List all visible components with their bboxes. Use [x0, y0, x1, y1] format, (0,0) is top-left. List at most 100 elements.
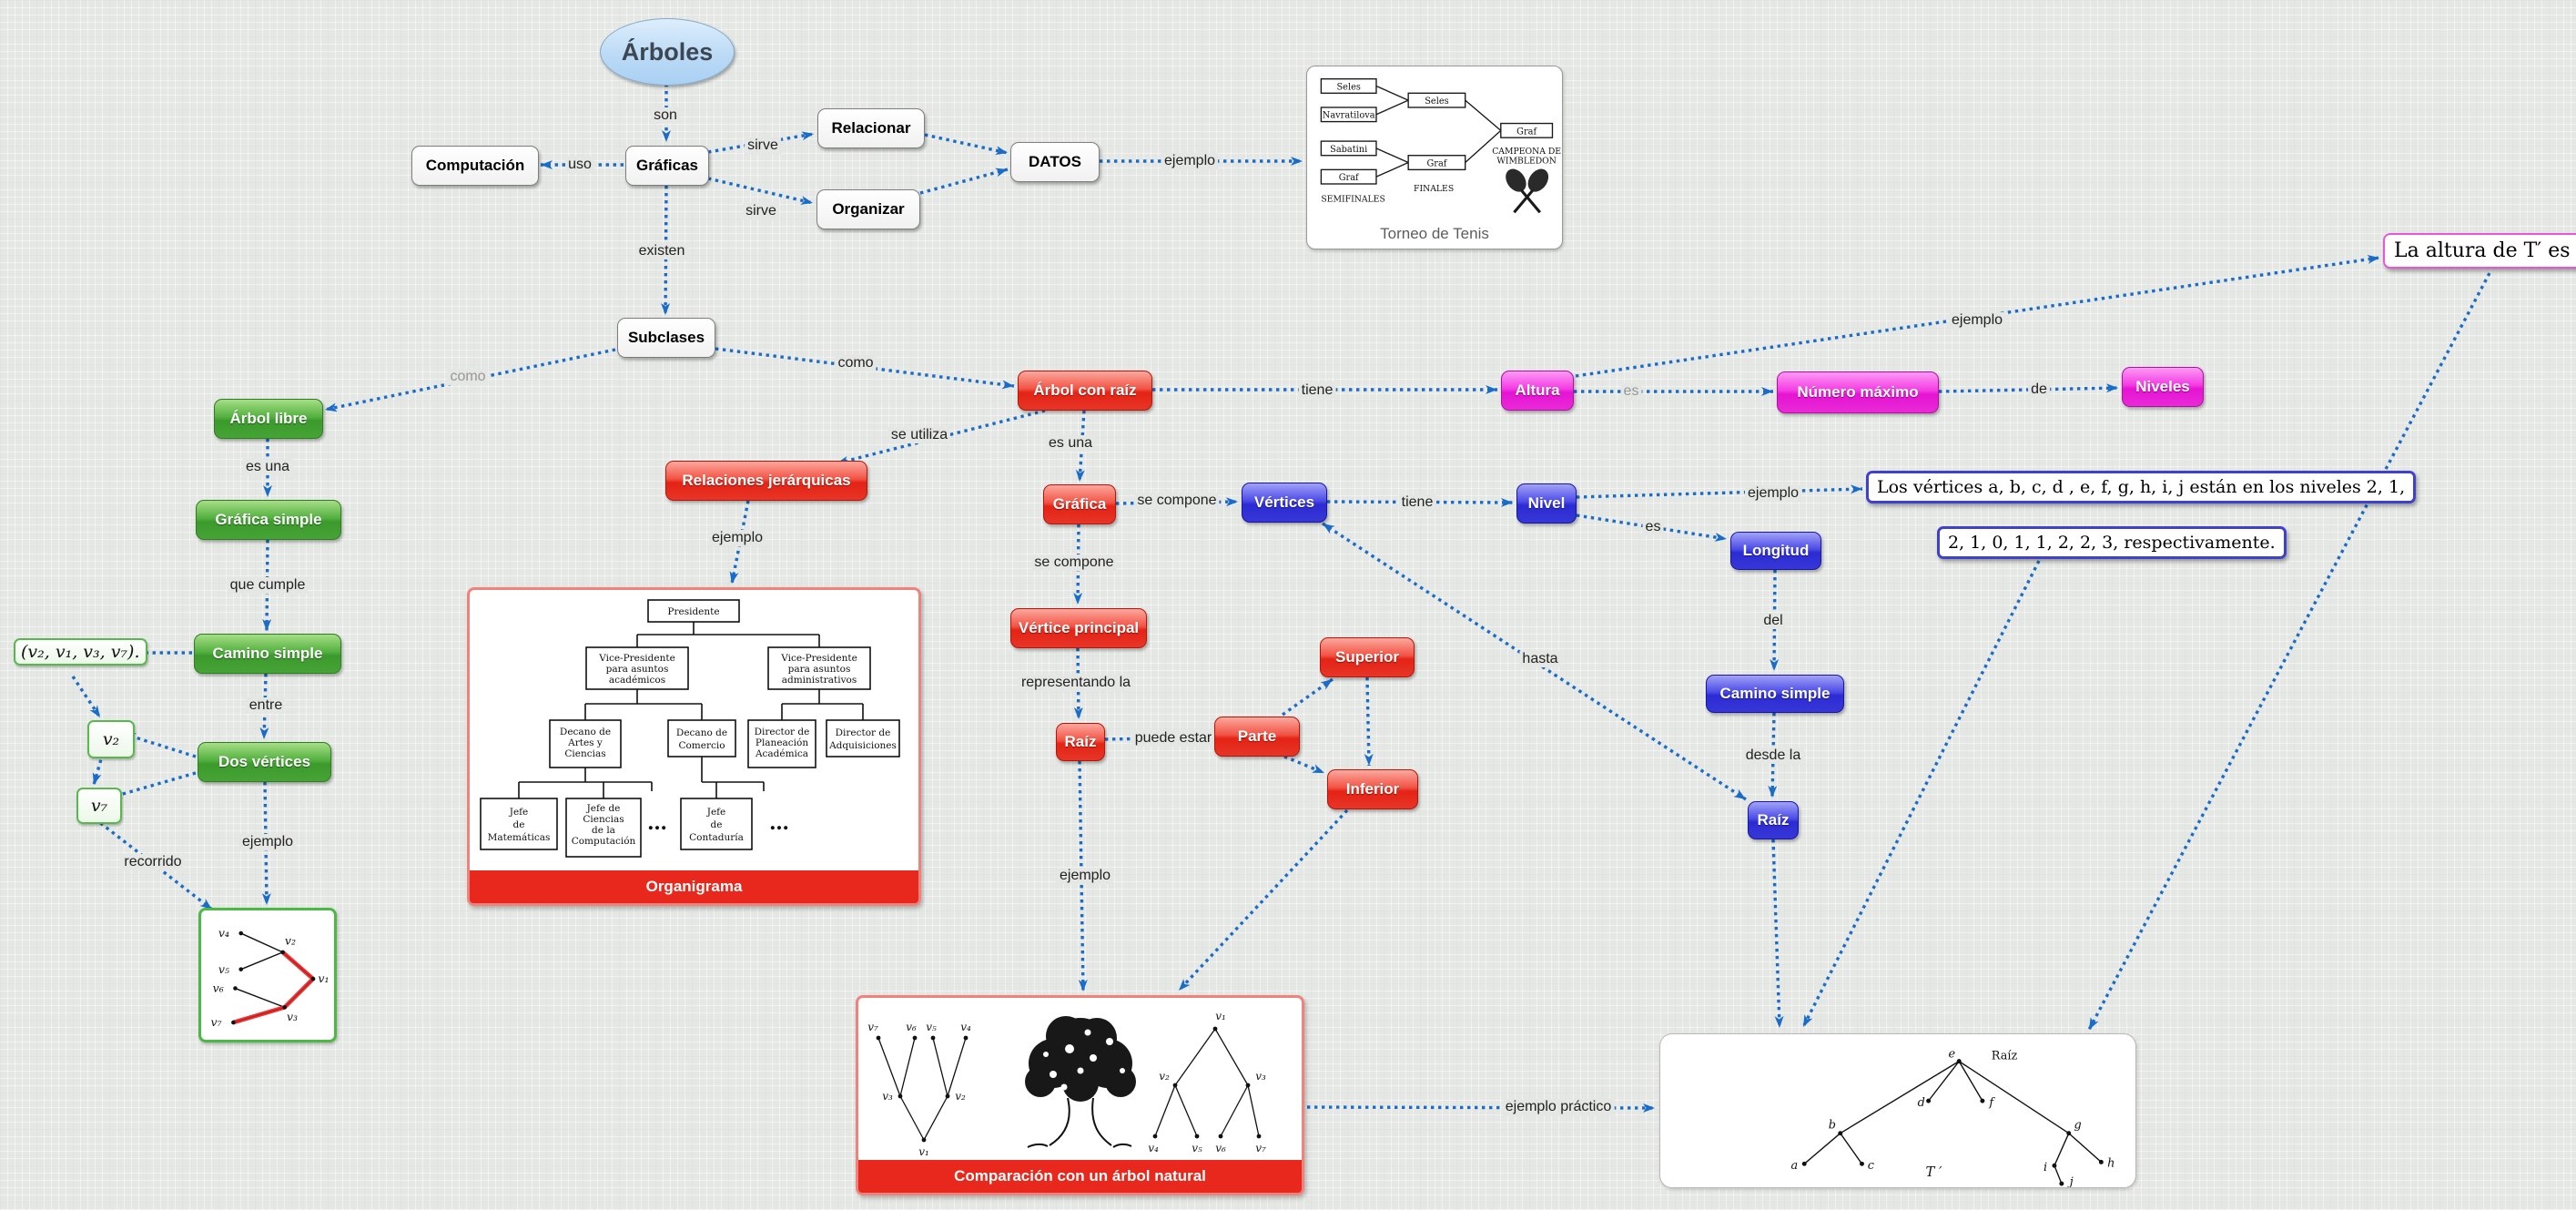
- link-label[interactable]: ejemplo: [238, 834, 297, 850]
- link-label[interactable]: ejemplo: [1948, 312, 2006, 329]
- link-label[interactable]: es: [1620, 383, 1642, 400]
- link-label[interactable]: tiene: [1398, 494, 1436, 511]
- link-label[interactable]: como: [447, 369, 489, 385]
- node-subclases[interactable]: Subclases: [617, 318, 715, 358]
- node-inferior[interactable]: Inferior: [1327, 769, 1418, 809]
- link-label[interactable]: se compone: [1031, 554, 1117, 571]
- link-label[interactable]: sirve: [743, 203, 779, 219]
- node-camino-simple-verde[interactable]: Camino simple: [194, 634, 341, 674]
- link-label[interactable]: ejemplo: [708, 530, 766, 546]
- link-label[interactable]: de: [2028, 381, 2050, 398]
- node-niveles-texto-1[interactable]: Los vértices a, b, c, d , e, f, g, h, i,…: [1866, 471, 2417, 503]
- node-grafica-simple[interactable]: Gráfica simple: [196, 500, 341, 540]
- link-label[interactable]: es una: [242, 459, 293, 475]
- link-line: [261, 781, 271, 906]
- node-arboles[interactable]: Árboles: [600, 18, 735, 86]
- node-niveles-texto-2[interactable]: 2, 1, 0, 1, 1, 2, 2, 3, respectivamente.: [1937, 526, 2287, 559]
- node-longitud[interactable]: Longitud: [1730, 532, 1821, 570]
- link-label[interactable]: se utiliza: [887, 427, 951, 443]
- link-label[interactable]: ejemplo: [1056, 868, 1114, 884]
- link-line: [123, 732, 197, 758]
- tennis-bracket-drawing: Seles Navratilova Sabatini Graf Seles Gr…: [1320, 77, 1561, 214]
- node-vertices[interactable]: Vértices: [1242, 483, 1327, 523]
- node-niveles[interactable]: Niveles: [2122, 367, 2204, 407]
- org-title: Director de: [755, 727, 810, 737]
- link-label[interactable]: que cumple: [227, 577, 309, 594]
- link-label[interactable]: tiene: [1298, 382, 1336, 399]
- link-label[interactable]: son: [651, 107, 680, 124]
- link-line: [1326, 497, 1514, 507]
- vertex-label: g: [2074, 1119, 2082, 1133]
- vertex-label: h: [2107, 1156, 2115, 1170]
- node-numero-maximo[interactable]: Número máximo: [1777, 371, 1939, 413]
- node-organizar[interactable]: Organizar: [816, 189, 920, 229]
- link-label[interactable]: existen: [635, 243, 688, 259]
- node-v7[interactable]: v₇: [76, 788, 122, 824]
- link-label[interactable]: ejemplo práctico: [1502, 1099, 1615, 1115]
- node-relaciones-jerarquicas[interactable]: Relaciones jerárquicas: [665, 461, 867, 501]
- link-label[interactable]: se compone: [1134, 493, 1220, 509]
- node-v2[interactable]: v₂: [87, 720, 135, 758]
- node-altura[interactable]: Altura: [1501, 371, 1574, 411]
- node-camino-simple-azul[interactable]: Camino simple: [1706, 675, 1844, 713]
- node-arbol-libre[interactable]: Árbol libre: [214, 399, 323, 439]
- link-label[interactable]: entre: [246, 697, 286, 714]
- link-line: [1075, 410, 1086, 483]
- link-label[interactable]: ejemplo: [1744, 485, 1802, 502]
- vertex-label: f: [1988, 1096, 1995, 1110]
- comparacion-arbol-natural-figure[interactable]: v₇ v₆ v₅ v₄ v₃ v₂ v₁: [856, 995, 1304, 1195]
- org-title: Computación: [572, 836, 636, 847]
- link-label[interactable]: representando la: [1018, 675, 1134, 691]
- node-nivel[interactable]: Nivel: [1516, 483, 1577, 524]
- bracket-player: Sabatini: [1330, 145, 1367, 155]
- node-vertice-principal[interactable]: Vértice principal: [1010, 608, 1147, 648]
- node-grafica[interactable]: Gráfica: [1043, 484, 1116, 524]
- vertex-label: v₂: [955, 1090, 966, 1103]
- link-label[interactable]: del: [1760, 613, 1786, 629]
- link-line: [109, 771, 197, 799]
- node-relacionar[interactable]: Relacionar: [817, 108, 925, 148]
- node-datos[interactable]: DATOS: [1010, 142, 1100, 182]
- node-superior[interactable]: Superior: [1320, 637, 1415, 677]
- org-title: de: [711, 819, 723, 830]
- org-title: Director de: [836, 727, 891, 738]
- node-la-altura[interactable]: La altura de T′ es 3.: [2383, 233, 2576, 269]
- link-label[interactable]: uso: [565, 157, 594, 173]
- org-title: Decano de: [676, 727, 727, 738]
- node-parte[interactable]: Parte: [1214, 717, 1300, 757]
- link-label[interactable]: es: [1642, 519, 1664, 535]
- node-graficas[interactable]: Gráficas: [625, 146, 709, 186]
- link-line: [1177, 808, 1349, 992]
- vertex-label: b: [1829, 1119, 1836, 1133]
- link-label[interactable]: desde la: [1742, 747, 1804, 764]
- link-label[interactable]: sirve: [745, 137, 781, 154]
- link-line: [71, 676, 102, 718]
- vertex-label: v₁: [918, 1145, 929, 1158]
- node-tupla[interactable]: (v₂, v₁, v₃, v₇).: [14, 638, 147, 666]
- link-line: [1771, 839, 1784, 1029]
- torneo-de-tenis-figure[interactable]: Seles Navratilova Sabatini Graf Seles Gr…: [1306, 66, 1563, 249]
- path-graph-drawing: v₄ v₅ v₆ v₇ v₂ v₃ v₁: [211, 926, 330, 1029]
- vertex-label: v₁: [318, 971, 329, 985]
- camino-recorrido-figure[interactable]: v₄ v₅ v₆ v₇ v₂ v₃ v₁: [198, 908, 337, 1042]
- organigrama-figure[interactable]: Presidente Vice-Presidente para asuntos …: [467, 587, 921, 906]
- vertex-label: v₇: [211, 1015, 222, 1029]
- node-raiz-roja[interactable]: Raíz: [1056, 723, 1105, 761]
- link-label[interactable]: es una: [1045, 435, 1096, 452]
- link-label[interactable]: hasta: [1519, 651, 1561, 667]
- org-title: Académica: [755, 748, 808, 759]
- link-label[interactable]: como: [835, 355, 877, 371]
- node-arbol-con-raiz[interactable]: Árbol con raíz: [1018, 371, 1152, 411]
- node-dos-vertices[interactable]: Dos vértices: [198, 742, 331, 782]
- link-label[interactable]: puede estar: [1131, 730, 1215, 747]
- vertex-label: v₂: [1159, 1070, 1170, 1083]
- link-label[interactable]: ejemplo: [1161, 153, 1219, 169]
- vertex-label: v₇: [1255, 1142, 1266, 1154]
- link-label[interactable]: recorrido: [121, 854, 185, 870]
- org-title: de la: [592, 825, 615, 836]
- org-title: Vice-Presidente: [598, 653, 675, 664]
- link-line: [1283, 755, 1325, 775]
- arbol-t-prima-figure[interactable]: e d f b g a c i h j T ′ Raíz: [1659, 1033, 2136, 1188]
- node-raiz-azul[interactable]: Raíz: [1748, 801, 1799, 839]
- node-computacion[interactable]: Computación: [411, 146, 539, 186]
